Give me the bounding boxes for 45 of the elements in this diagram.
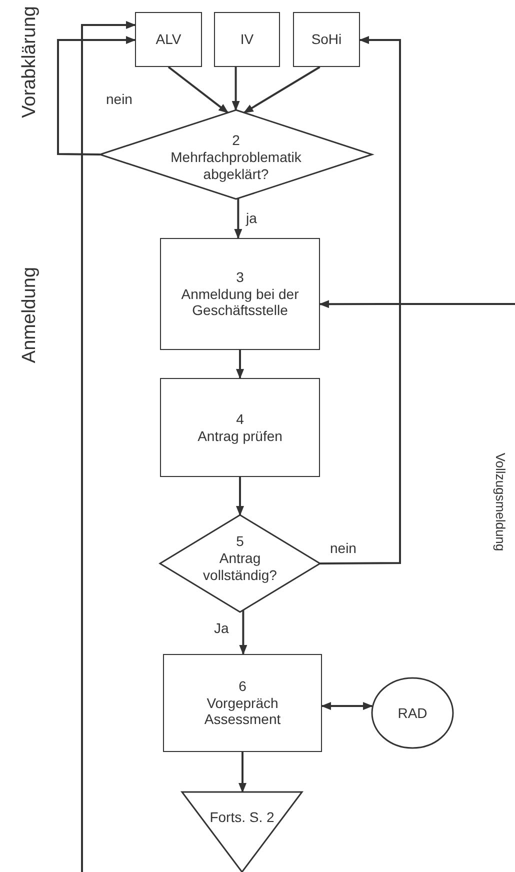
edge-label: nein — [104, 91, 134, 107]
process-box — [160, 378, 320, 477]
node-label: Antrag vollständig? — [202, 550, 278, 584]
node-label: Anmeldung bei der Geschäftsstelle — [180, 286, 300, 320]
process-box — [160, 238, 320, 350]
phase-label: Anmeldung — [18, 266, 42, 364]
arrow — [57, 36, 136, 156]
arrow — [236, 477, 244, 516]
edge-label: Ja — [212, 620, 231, 636]
step-number: 3 — [236, 268, 244, 286]
step-number: 2 — [232, 132, 240, 150]
arrow — [232, 67, 240, 111]
step-number: 5 — [236, 533, 244, 550]
node-label: Vorgepräch Assessment — [203, 694, 282, 728]
process-box — [135, 12, 202, 67]
process-box — [293, 12, 360, 67]
process-box — [163, 654, 322, 752]
arrow — [319, 300, 515, 308]
arrow — [320, 36, 401, 564]
step-number: 6 — [238, 678, 246, 695]
decision-diamond — [100, 110, 372, 199]
arrow — [243, 66, 320, 114]
arrow — [238, 752, 246, 793]
node-label: IV — [240, 31, 254, 48]
phase-label: Vorabklärung — [18, 6, 41, 118]
edge-label: ja — [244, 210, 259, 226]
arrow — [81, 20, 136, 872]
edge-label: nein — [328, 540, 358, 556]
node-label: Forts. S. 2 — [210, 808, 274, 826]
process-box — [214, 12, 280, 67]
node-label: Mehrfachproblematik abgeklärt? — [170, 149, 302, 183]
terminal-circle — [372, 678, 453, 748]
arrow — [168, 66, 229, 114]
arrow — [239, 610, 248, 655]
step-number: 4 — [236, 410, 244, 428]
arrow — [234, 198, 242, 239]
node-label: SoHi — [311, 31, 342, 48]
node-label: ALV — [156, 31, 182, 48]
node-label: RAD — [398, 704, 428, 722]
arrow — [236, 350, 244, 379]
arrow — [321, 702, 373, 710]
side-label: Vollzugsmeldung — [492, 452, 510, 552]
decision-diamond — [160, 515, 320, 612]
connector-triangle — [182, 792, 302, 872]
node-label: Antrag prüfen — [198, 428, 282, 444]
